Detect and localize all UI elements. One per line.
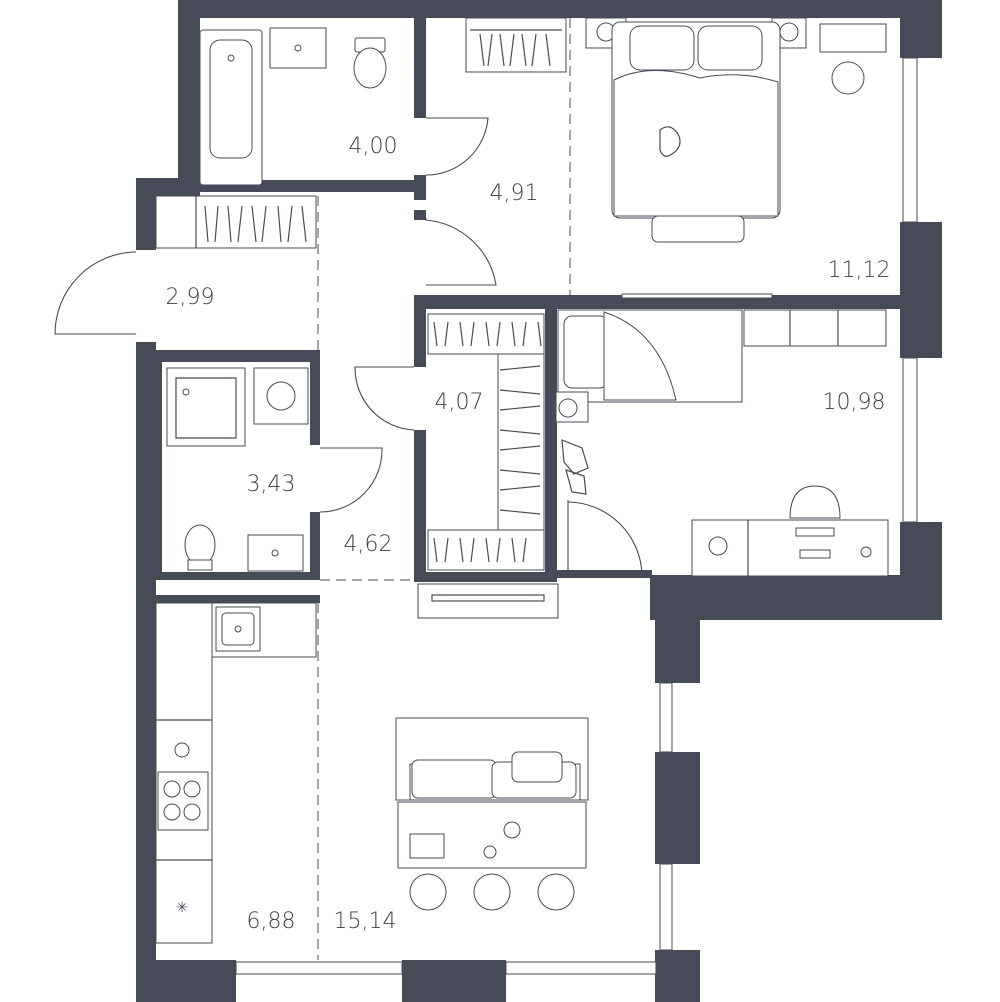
hallway-area-label: 4,62 xyxy=(344,532,393,557)
bedroom-2-area-label: 10,98 xyxy=(823,390,886,415)
bedroom-2-furniture xyxy=(555,309,889,577)
living-room-area-label: 15,14 xyxy=(334,909,397,934)
hall-console xyxy=(417,583,559,619)
zone-lines xyxy=(317,18,571,960)
svg-text:✳: ✳ xyxy=(176,900,188,916)
shower-room-area-label: 3,43 xyxy=(247,472,296,497)
shower-room-fixtures xyxy=(166,367,309,572)
bedroom-1-area-label: 11,12 xyxy=(828,258,891,283)
bathroom-fixtures xyxy=(199,27,387,186)
corridor-wardrobe xyxy=(465,17,567,73)
area-labels: 4,00 4,91 11,12 2,99 4,07 10,98 3,43 4,6… xyxy=(166,134,891,934)
windows xyxy=(235,57,918,975)
bathroom-area-label: 4,00 xyxy=(349,134,398,159)
entrance-hall-area-label: 2,99 xyxy=(166,285,215,310)
walk-in-wardrobe xyxy=(427,313,545,571)
bedroom-1-furniture xyxy=(585,17,887,243)
corridor-area-label: 4,91 xyxy=(490,181,539,206)
entrance-wardrobe xyxy=(155,195,317,249)
kitchen-units: ✳ xyxy=(155,602,317,944)
wardrobe-area-label: 4,07 xyxy=(435,390,484,415)
kitchen-area-label: 6,88 xyxy=(247,909,296,934)
doors xyxy=(54,117,643,576)
living-room-furniture xyxy=(395,717,589,911)
